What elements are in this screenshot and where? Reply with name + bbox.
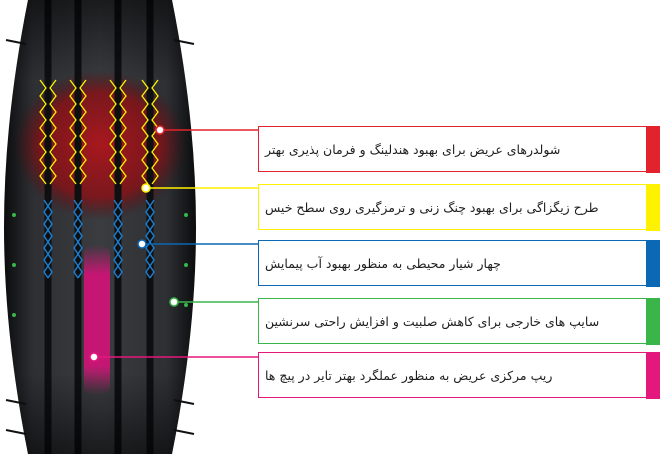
tire-tread-illustration bbox=[4, 0, 196, 454]
feature-box-center-rib: ریپ مرکزی عریض به منظور عملگرد بهتر تایر… bbox=[258, 351, 660, 399]
tire-shading bbox=[4, 0, 196, 454]
feature-box-grooves: چهار شیار محیطی به منظور بهبود آب پیمایش bbox=[258, 239, 660, 287]
feature-color-bar bbox=[646, 351, 660, 399]
feature-color-bar bbox=[646, 125, 660, 173]
feature-text: ریپ مرکزی عریض به منظور عملگرد بهتر تایر… bbox=[265, 367, 553, 383]
feature-color-bar bbox=[646, 297, 660, 345]
feature-text: سایپ های خارجی برای کاهش صلبیت و افزایش … bbox=[265, 313, 600, 329]
feature-box-sipes: سایپ های خارجی برای کاهش صلبیت و افزایش … bbox=[258, 297, 660, 345]
feature-text: طرح زیگزاگی برای بهبود چنگ زنی و ترمزگیر… bbox=[265, 199, 599, 215]
feature-box-shoulder: شولدرهای عریض برای بهبود هندلینگ و فرمان… bbox=[258, 125, 660, 173]
feature-text: چهار شیار محیطی به منظور بهبود آب پیمایش bbox=[265, 255, 501, 271]
feature-color-bar bbox=[646, 239, 660, 287]
feature-text: شولدرهای عریض برای بهبود هندلینگ و فرمان… bbox=[265, 141, 561, 157]
feature-color-bar bbox=[646, 183, 660, 231]
feature-box-zigzag: طرح زیگزاگی برای بهبود چنگ زنی و ترمزگیر… bbox=[258, 183, 660, 231]
